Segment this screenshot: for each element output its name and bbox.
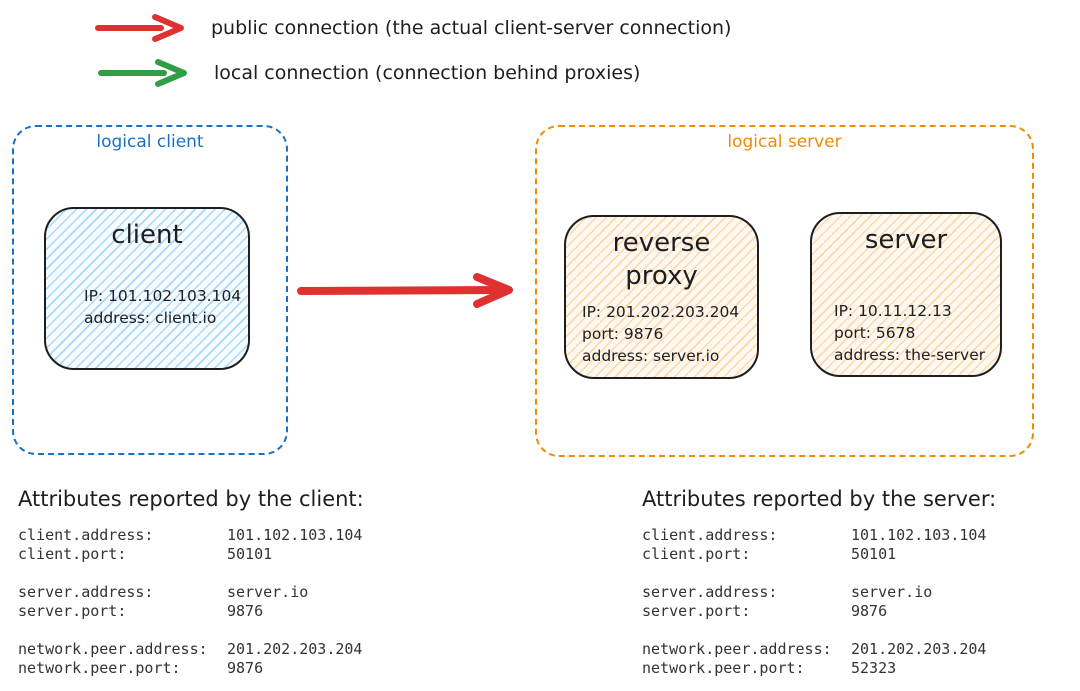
reverse-proxy-port-line: port: 9876 xyxy=(582,325,664,343)
server-node-title: server xyxy=(864,225,948,255)
attr-label: network.peer.address: xyxy=(642,640,832,658)
reverse-proxy-node: reverse proxy IP: 201.202.203.204 port: … xyxy=(564,215,759,379)
public-connection-label: public connection (the actual client-ser… xyxy=(211,17,732,39)
local-connection-arrow-icon xyxy=(98,59,187,87)
attr-value: 9876 xyxy=(227,659,264,677)
attr-label: client.address: xyxy=(642,526,778,544)
attr-group: server.address: server.io server.port: 9… xyxy=(18,583,364,621)
attr-label: client.port: xyxy=(18,545,127,563)
attr-value: 9876 xyxy=(851,602,888,620)
attr-value: 101.102.103.104 xyxy=(851,526,987,544)
client-node-details: IP: 101.102.103.104 address: client.io xyxy=(84,285,241,329)
attr-row: client.port: 50101 xyxy=(18,545,364,564)
attr-value: 50101 xyxy=(227,545,273,563)
server-attributes-rows: client.address: 101.102.103.104 client.p… xyxy=(642,526,996,678)
attr-group: client.address: 101.102.103.104 client.p… xyxy=(18,526,364,564)
attr-group: network.peer.address: 201.202.203.204 ne… xyxy=(18,640,364,678)
attr-row: client.port: 50101 xyxy=(642,545,996,564)
reverse-proxy-node-details: IP: 201.202.203.204 port: 9876 address: … xyxy=(582,301,739,367)
attr-label: network.peer.port: xyxy=(642,659,805,677)
legend-row-public: public connection (the actual client-ser… xyxy=(95,13,731,43)
attr-group: client.address: 101.102.103.104 client.p… xyxy=(642,526,996,564)
attr-value: 52323 xyxy=(851,659,897,677)
server-attributes-title: Attributes reported by the server: xyxy=(642,487,997,511)
attr-row: server.port: 9876 xyxy=(18,602,364,621)
attr-row: server.address: server.io xyxy=(18,583,364,602)
public-connection-arrow-icon xyxy=(95,14,184,42)
client-attributes-title: Attributes reported by the client: xyxy=(18,487,364,511)
attr-value: 101.102.103.104 xyxy=(227,526,363,544)
attr-label: network.peer.port: xyxy=(18,659,181,677)
reverse-proxy-address-line: address: server.io xyxy=(582,347,720,365)
attr-row: network.peer.address: 201.202.203.204 xyxy=(18,640,364,659)
client-node-title: client xyxy=(111,220,183,250)
attr-value: server.io xyxy=(851,583,933,601)
attr-row: network.peer.port: 52323 xyxy=(642,659,996,678)
attr-label: server.address: xyxy=(642,583,778,601)
logical-client-zone-label: logical client xyxy=(96,132,204,152)
attr-value: 50101 xyxy=(851,545,897,563)
attr-label: server.port: xyxy=(18,602,127,620)
attr-row: client.address: 101.102.103.104 xyxy=(18,526,364,545)
client-address-line: address: client.io xyxy=(84,309,217,327)
attr-label: client.address: xyxy=(18,526,154,544)
local-connection-label: local connection (connection behind prox… xyxy=(214,62,641,84)
logical-server-zone: logical server reverse proxy IP: 201.202… xyxy=(535,125,1034,457)
reverse-proxy-node-title: reverse proxy xyxy=(612,228,711,291)
server-node: server IP: 10.11.12.13 port: 5678 addres… xyxy=(810,212,1002,377)
client-to-server-arrow xyxy=(297,273,513,308)
server-node-details: IP: 10.11.12.13 port: 5678 address: the-… xyxy=(834,300,985,366)
attr-value: 9876 xyxy=(227,602,264,620)
logical-server-zone-label: logical server xyxy=(727,132,842,152)
attr-label: network.peer.address: xyxy=(18,640,208,658)
legend-row-local: local connection (connection behind prox… xyxy=(98,58,640,88)
attr-value: server.io xyxy=(227,583,309,601)
attr-value: 201.202.203.204 xyxy=(227,640,363,658)
client-ip-line: IP: 101.102.103.104 xyxy=(84,287,242,305)
server-address-line: address: the-server xyxy=(834,346,986,364)
attr-group: server.address: server.io server.port: 9… xyxy=(642,583,996,621)
attr-row: server.address: server.io xyxy=(642,583,996,602)
client-attributes-rows: client.address: 101.102.103.104 client.p… xyxy=(18,526,364,678)
logical-client-zone: logical client client IP: 101.102.103.10… xyxy=(12,125,288,455)
server-attributes-block: Attributes reported by the server: clien… xyxy=(642,487,996,691)
server-ip-line: IP: 10.11.12.13 xyxy=(834,302,952,320)
attr-row: network.peer.port: 9876 xyxy=(18,659,364,678)
attr-value: 201.202.203.204 xyxy=(851,640,987,658)
attr-label: server.address: xyxy=(18,583,154,601)
attr-label: client.port: xyxy=(642,545,751,563)
server-port-line: port: 5678 xyxy=(834,324,916,342)
reverse-proxy-ip-line: IP: 201.202.203.204 xyxy=(582,303,740,321)
client-node: client IP: 101.102.103.104 address: clie… xyxy=(44,207,250,370)
attr-row: server.port: 9876 xyxy=(642,602,996,621)
client-attributes-block: Attributes reported by the client: clien… xyxy=(18,487,364,691)
attr-row: network.peer.address: 201.202.203.204 xyxy=(642,640,996,659)
attr-group: network.peer.address: 201.202.203.204 ne… xyxy=(642,640,996,678)
attr-row: client.address: 101.102.103.104 xyxy=(642,526,996,545)
attr-label: server.port: xyxy=(642,602,751,620)
